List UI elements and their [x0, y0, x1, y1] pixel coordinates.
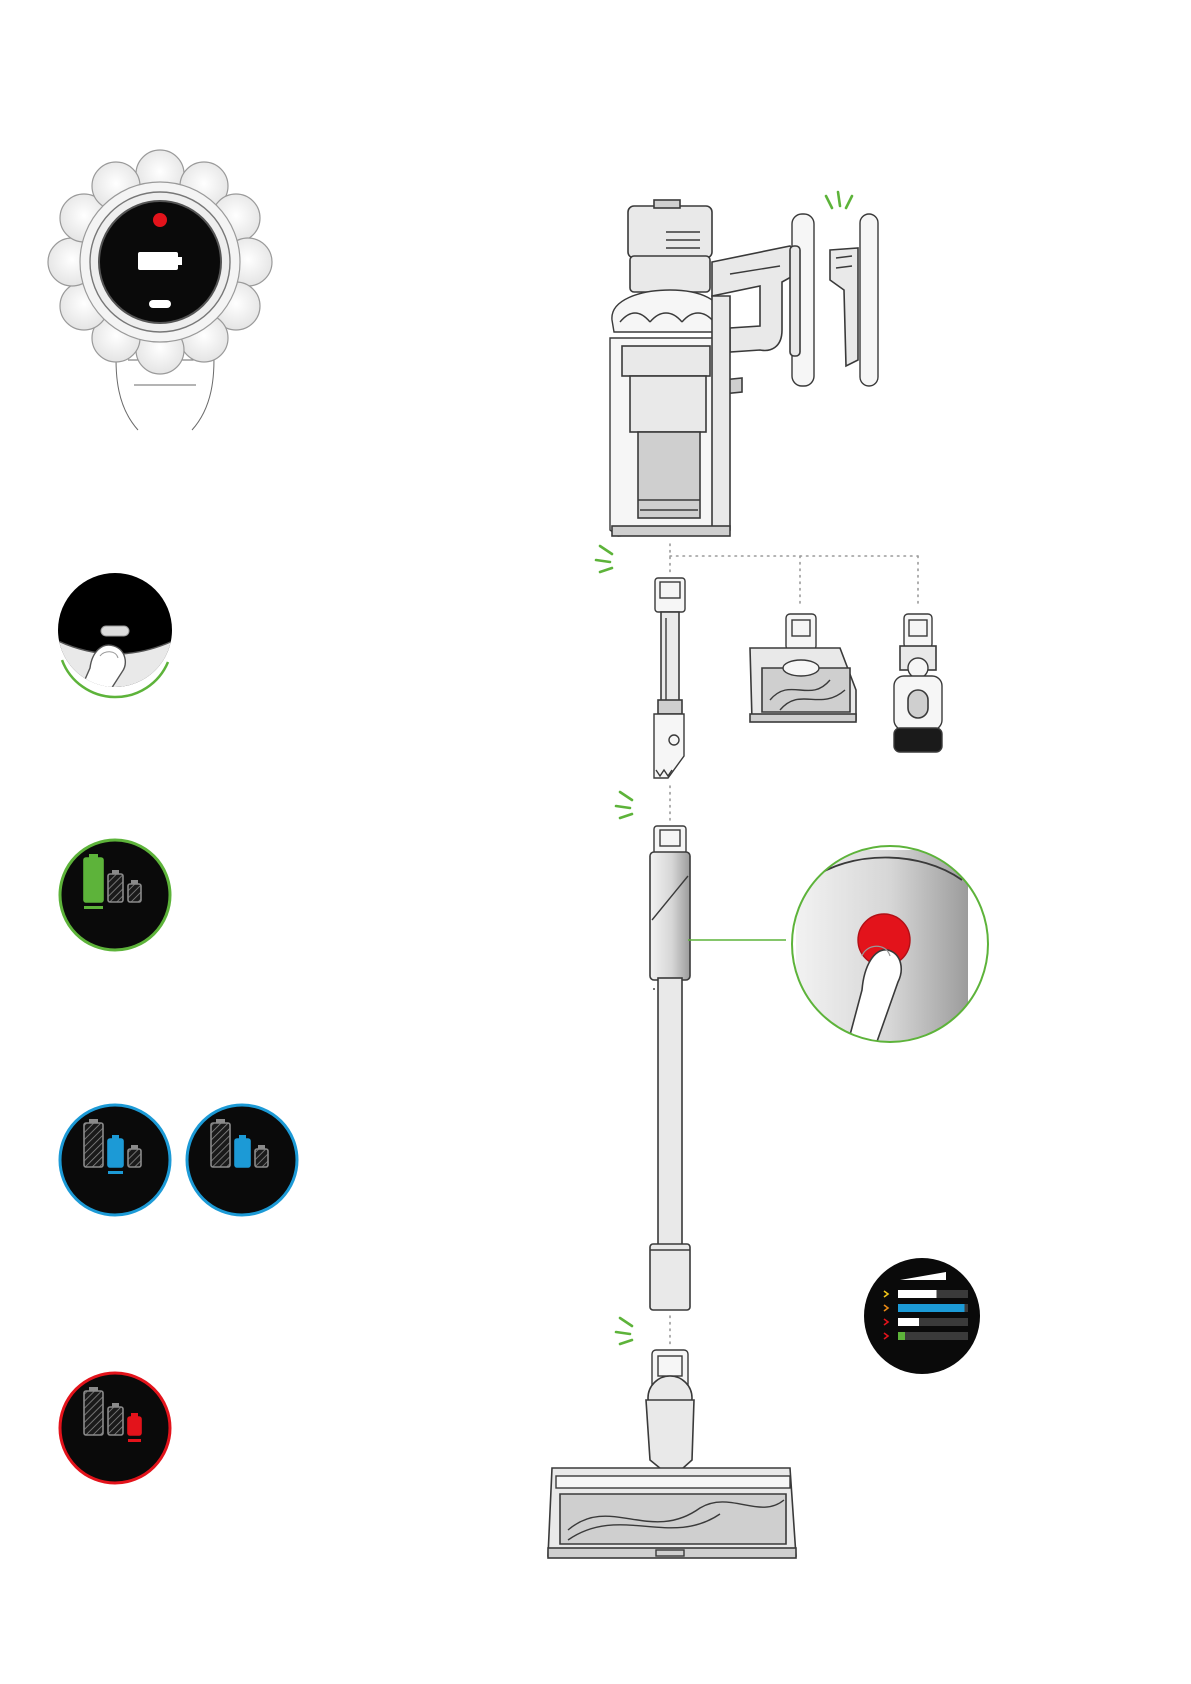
- mode-bar-fill: [898, 1290, 937, 1298]
- mode-bar-fill: [898, 1304, 965, 1312]
- wand-release-button-icon: [688, 840, 990, 1050]
- display-head-icon: [48, 150, 272, 430]
- battery-blue-mode-icon: [60, 1105, 170, 1215]
- floor-head-icon: [548, 1350, 796, 1558]
- crevice-tool-icon: [654, 578, 685, 778]
- button-press-icon: [56, 573, 175, 700]
- mode-bars-screen-icon: [864, 1258, 980, 1374]
- wand-icon: [650, 826, 690, 1310]
- battery-green-mode-icon: [60, 840, 170, 950]
- mini-motorhead-icon: [750, 614, 856, 722]
- mode-bar-track: [898, 1332, 968, 1340]
- vacuum-main-body-icon: [610, 200, 800, 536]
- combination-tool-icon: [894, 614, 942, 752]
- mode-bar-fill: [898, 1332, 905, 1340]
- battery-blue-mode-alt-icon: [187, 1105, 297, 1215]
- battery-pack-icon: [790, 214, 878, 386]
- mode-bar-fill: [898, 1318, 919, 1326]
- battery-red-mode-icon: [60, 1373, 170, 1483]
